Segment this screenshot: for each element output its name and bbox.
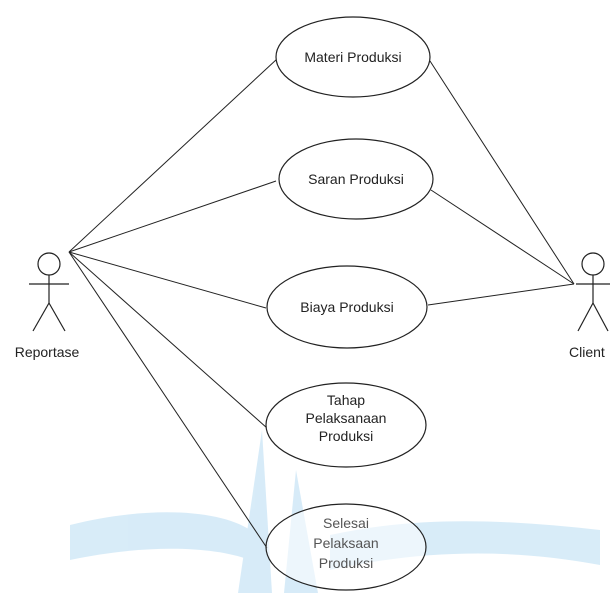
actor-client-label: Client	[569, 344, 605, 360]
association-client-biaya	[427, 283, 575, 306]
use-case-materi-label: Materi Produksi	[304, 49, 401, 65]
association-client-materi	[429, 60, 575, 285]
actor-client-leg-right	[592, 302, 609, 332]
actor-reportase[interactable]: Reportase	[15, 252, 80, 360]
actor-client[interactable]: Client	[569, 252, 610, 360]
use-case-selesai-label-line3: Produksi	[319, 555, 373, 571]
use-case-selesai[interactable]: Selesai Pelaksaan Produksi	[265, 503, 427, 591]
actor-reportase-label: Reportase	[15, 344, 80, 360]
association-reportase-materi	[68, 58, 278, 253]
use-case-selesai-label-line2: Pelaksaan	[313, 535, 378, 551]
use-case-tahap-label-line3: Produksi	[319, 428, 373, 444]
use-case-tahap-label-line2: Pelaksanaan	[306, 410, 387, 426]
association-reportase-tahap	[68, 251, 268, 429]
use-case-saran[interactable]: Saran Produksi	[278, 138, 434, 220]
association-client-saran	[430, 189, 575, 285]
watermark-spire-left	[238, 430, 272, 593]
use-case-biaya[interactable]: Biaya Produksi	[266, 265, 428, 349]
use-case-selesai-label-line1: Selesai	[323, 515, 369, 531]
use-case-biaya-label: Biaya Produksi	[300, 299, 393, 315]
association-lines	[68, 58, 575, 549]
association-reportase-biaya	[68, 251, 267, 309]
watermark-band-left	[70, 512, 250, 560]
use-case-tahap[interactable]: Tahap Pelaksanaan Produksi	[265, 382, 427, 468]
actor-reportase-leg-right	[48, 302, 66, 332]
association-reportase-selesai	[68, 251, 268, 549]
use-case-saran-label: Saran Produksi	[308, 171, 404, 187]
actor-client-leg-left	[577, 302, 594, 332]
use-cases: Materi Produksi Saran Produksi Biaya Pro…	[265, 16, 434, 591]
actor-client-head	[581, 252, 605, 276]
actor-reportase-head	[37, 252, 61, 276]
use-case-tahap-label-line1: Tahap	[327, 392, 365, 408]
actor-reportase-leg-left	[32, 302, 50, 332]
use-case-materi[interactable]: Materi Produksi	[275, 16, 431, 98]
association-reportase-saran	[68, 180, 277, 253]
